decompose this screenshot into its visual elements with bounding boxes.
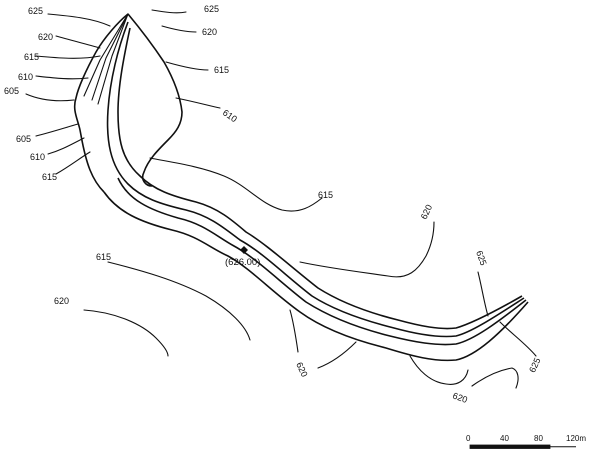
contour-label: 615 xyxy=(24,52,39,62)
contour-label: 620 xyxy=(419,203,434,221)
contour-label: 620 xyxy=(38,32,53,42)
contour-label: 620 xyxy=(294,361,309,379)
contour-label: 620 xyxy=(202,27,217,37)
contour-label: 615 xyxy=(318,190,333,200)
contour-label: 605 xyxy=(4,86,19,96)
scale-bar-tick-label: 80 xyxy=(534,434,543,443)
scale-bar-tick-label: 120m xyxy=(566,434,586,443)
mound-outline xyxy=(73,13,183,193)
spot-height-marker xyxy=(240,246,248,254)
contour-label: 610 xyxy=(30,152,45,162)
scale-bar-tick-label: 40 xyxy=(500,434,509,443)
scale-bar-tick-label: 0 xyxy=(466,434,471,443)
scale-bar: 0 40 80 120m xyxy=(466,434,586,449)
contour-label: 625 xyxy=(28,6,43,16)
contour-label: 625 xyxy=(204,4,219,14)
contour-label: 625 xyxy=(527,356,542,374)
contour-lines xyxy=(25,9,537,389)
contour-label: 615 xyxy=(214,65,229,75)
spot-height: (626.00) xyxy=(225,246,260,268)
contour-label: 610 xyxy=(18,72,33,82)
embankment-band xyxy=(103,21,529,362)
contour-label: 620 xyxy=(451,390,469,405)
contour-label: 615 xyxy=(42,172,57,182)
contour-label: 615 xyxy=(96,252,111,262)
contour-label-group: 625 625 620 620 615 615 610 610 605 605 … xyxy=(4,4,543,405)
contour-label: 625 xyxy=(474,249,489,267)
scale-bar-segment-dark xyxy=(470,445,550,449)
contour-label: 605 xyxy=(16,134,31,144)
contour-label: 610 xyxy=(221,107,239,124)
contour-label: 620 xyxy=(54,296,69,306)
spot-height-label: (626.00) xyxy=(225,257,260,268)
